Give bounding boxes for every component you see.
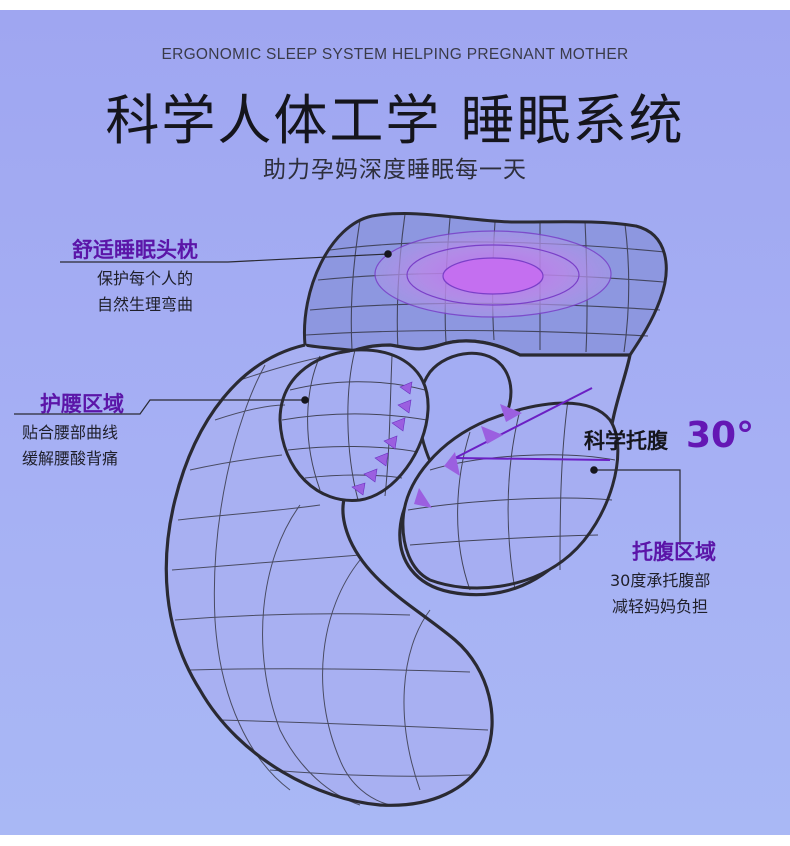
angle-indicator — [414, 387, 611, 508]
headrest-callout-desc-2: 自然生理弯曲 — [97, 295, 194, 314]
body-grid — [171, 351, 489, 806]
headrest-callout-desc-1: 保护每个人的 — [97, 269, 194, 288]
waist-callout-title: 护腰区域 — [40, 392, 124, 416]
english-subtitle: ERGONOMIC SLEEP SYSTEM HELPING PREGNANT … — [161, 46, 629, 63]
pillow-illustration — [14, 212, 681, 807]
callout-lines — [14, 253, 681, 545]
headrest-pressure-highlight — [374, 230, 612, 318]
headrest-callout-title: 舒适睡眠头枕 — [72, 238, 198, 262]
waist-callout-desc-1: 贴合腰部曲线 — [22, 423, 119, 442]
callout-dot-icon — [301, 250, 598, 474]
belly-angle-value: 30° — [686, 415, 755, 456]
lumbar-grid — [281, 349, 428, 501]
belly-callout-desc-2: 减轻妈妈负担 — [612, 597, 709, 616]
waist-callout-desc-2: 缓解腰酸背痛 — [22, 449, 119, 468]
belly-callout-desc-1: 30度承托腹部 — [610, 571, 711, 590]
belly-angle-label: 科学托腹 — [584, 429, 668, 453]
belly-callout-title: 托腹区域 — [632, 540, 716, 564]
direction-arrow-icon — [351, 381, 413, 496]
tagline: 助力孕妈深度睡眠每一天 — [263, 157, 527, 183]
page-title: 科学人体工学 睡眠系统 — [105, 89, 685, 152]
product-banner: ERGONOMIC SLEEP SYSTEM HELPING PREGNANT … — [0, 10, 790, 835]
lumbar-lobe — [278, 348, 430, 502]
